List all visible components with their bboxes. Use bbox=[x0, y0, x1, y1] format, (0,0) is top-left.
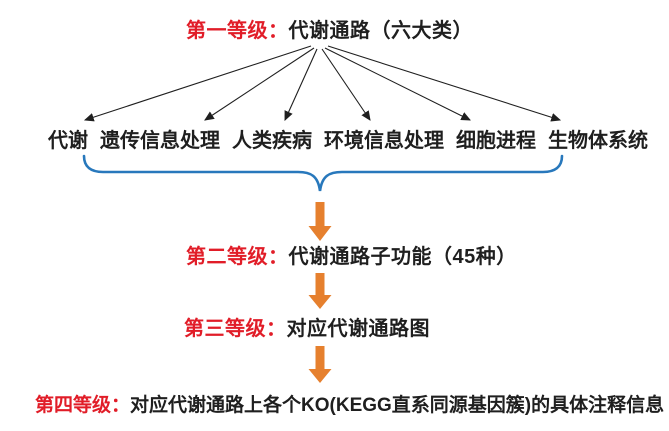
level3-row: 第三等级：对应代谢通路图 bbox=[184, 315, 430, 343]
level3-text: 对应代谢通路图 bbox=[286, 318, 430, 340]
level4-row: 第四等级：对应代谢通路上各个KO(KEGG直系同源基因簇)的具体注释信息 bbox=[35, 392, 664, 419]
fan-arrows bbox=[83, 45, 562, 122]
level1-title: 代谢通路（六大类） bbox=[288, 20, 473, 42]
level1-row: 第一等级：代谢通路（六大类） bbox=[186, 17, 473, 45]
level2-text: 代谢通路子功能（45种） bbox=[288, 246, 517, 268]
category-metabolism: 代谢 bbox=[48, 130, 88, 152]
level2-label: 第二等级： bbox=[186, 246, 289, 268]
category-genetic-info-processing: 遗传信息处理 bbox=[100, 130, 220, 152]
fan-arrow-environmental-info-processing bbox=[321, 48, 371, 121]
curly-brace bbox=[82, 154, 564, 192]
category-cellular-processes: 细胞进程 bbox=[456, 130, 536, 152]
level1-categories: 代谢 遗传信息处理 人类疾病 环境信息处理 细胞进程 生物体系统 bbox=[48, 127, 648, 155]
category-organismal-systems: 生物体系统 bbox=[548, 130, 648, 152]
down-arrow-to-level4 bbox=[308, 346, 332, 383]
down-arrow-to-level2 bbox=[308, 202, 332, 241]
level3-label: 第三等级： bbox=[184, 318, 287, 340]
fan-arrow-organismal-systems bbox=[327, 45, 562, 122]
level1-label: 第一等级： bbox=[186, 20, 289, 42]
category-human-diseases: 人类疾病 bbox=[232, 130, 312, 152]
level4-label: 第四等级： bbox=[35, 395, 131, 416]
category-environmental-info-processing: 环境信息处理 bbox=[324, 130, 444, 152]
fan-arrow-cellular-processes bbox=[324, 47, 471, 121]
fan-arrow-human-diseases bbox=[284, 48, 318, 122]
down-arrow-to-level3 bbox=[308, 273, 332, 309]
fan-arrow-metabolism bbox=[83, 45, 312, 122]
fan-arrow-genetic-info-processing bbox=[204, 47, 315, 121]
level4-text: 对应代谢通路上各个KO(KEGG直系同源基因簇)的具体注释信息 bbox=[130, 395, 665, 416]
level2-row: 第二等级：代谢通路子功能（45种） bbox=[186, 243, 517, 271]
